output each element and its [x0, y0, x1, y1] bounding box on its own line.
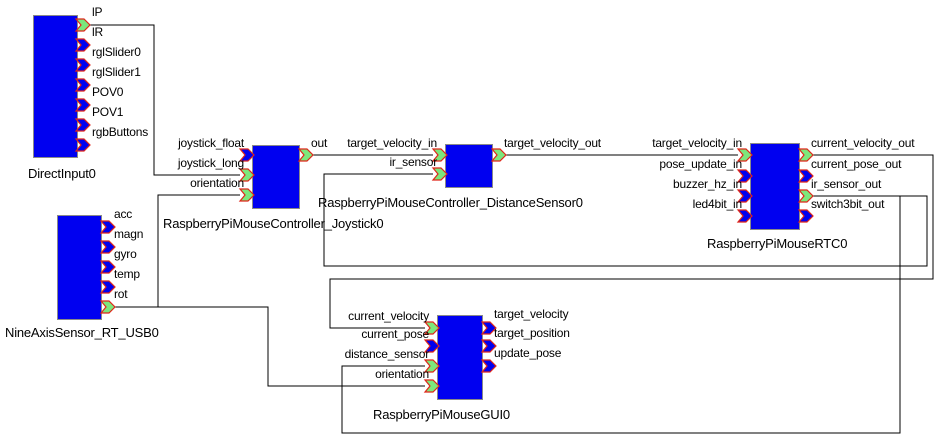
port-label-gui0-current-pose: current_pose [361, 327, 429, 341]
port-rtc0-current-velocity-out-icon[interactable] [797, 148, 814, 162]
component-block-nineaxissensor[interactable] [57, 215, 102, 320]
port-label-directinput0-pov0: POV0 [92, 85, 124, 99]
port-label-directinput0-lp: lP [92, 5, 103, 19]
port-rtc0-led4bit-in-icon[interactable] [736, 209, 753, 223]
port-directinput0-rgbbuttons-icon[interactable] [74, 138, 91, 152]
port-label-rtc0-ir-sensor-out: ir_sensor_out [811, 177, 882, 191]
wire-ir-sensor-out-to-distancesensor[interactable] [323, 173, 928, 267]
port-gui0-target-position-icon[interactable] [480, 339, 497, 353]
port-label-directinput0-rglslider1: rglSlider1 [92, 65, 141, 79]
port-directinput0-pov1-icon[interactable] [74, 118, 91, 132]
port-label-gui0-target-position: target_position [494, 326, 570, 340]
port-rtc0-switch3bit-out-icon[interactable] [797, 209, 814, 223]
port-label-gui0-target-velocity: target_velocity [494, 307, 569, 321]
port-rtc0-current-pose-out-icon[interactable] [797, 169, 814, 183]
port-joystick0-orientation-icon[interactable] [238, 188, 255, 202]
port-gui0-current-pose-icon[interactable] [423, 339, 440, 353]
port-nineaxis-temp-icon[interactable] [99, 280, 116, 294]
port-label-distancesensor0-target-velocity-in: target_velocity_in [347, 136, 437, 150]
port-label-rtc0-pose-update-in: pose_update_in [659, 157, 742, 171]
wire-ir-sensor-out-to-gui-distance[interactable] [341, 195, 901, 434]
port-gui0-orientation-icon[interactable] [423, 379, 440, 393]
port-label-gui0-distance-sensor: distance_sensor [344, 347, 430, 361]
component-name-mouse-gui0: RaspberryPiMouseGUI0 [373, 407, 510, 422]
port-label-rtc0-current-pose-out: current_pose_out [811, 157, 902, 171]
port-label-nineaxis-acc: acc [114, 207, 133, 221]
port-label-gui0-update-pose: update_pose [494, 346, 562, 360]
port-rtc0-target-velocity-in-icon[interactable] [736, 148, 753, 162]
port-distancesensor0-ir-sensor-icon[interactable] [431, 167, 448, 181]
port-distancesensor0-target-velocity-in-icon[interactable] [431, 148, 448, 162]
port-nineaxis-magn-icon[interactable] [99, 240, 116, 254]
port-label-rtc0-led4bit-in: led4bit_in [692, 197, 743, 211]
component-block-directinput0[interactable] [33, 15, 78, 158]
port-label-rtc0-target-velocity-in: target_velocity_in [652, 136, 742, 150]
port-label-directinput0-rgbbuttons: rgbButtons [92, 125, 149, 139]
port-label-gui0-current-velocity: current_velocity [348, 309, 429, 323]
component-name-mouse-rtc0: RaspberryPiMouseRTC0 [707, 236, 848, 251]
component-block-controller-distancesensor0[interactable] [445, 144, 493, 188]
port-joystick0-joystick-float-icon[interactable] [238, 148, 255, 162]
port-label-rtc0-buzzer-hz-in: buzzer_hz_in [673, 177, 742, 191]
port-label-joystick0-out: out [311, 136, 328, 150]
port-label-joystick0-joystick-float: joystick_float [178, 136, 244, 150]
port-rtc0-pose-update-in-icon[interactable] [736, 169, 753, 183]
port-joystick0-out-icon[interactable] [297, 148, 314, 162]
port-label-joystick0-joystick-long: joystick_long [177, 156, 244, 170]
port-label-nineaxis-gyro: gyro [114, 247, 137, 261]
port-gui0-distance-sensor-icon[interactable] [423, 359, 440, 373]
component-name-controller-joystick0: RaspberryPiMouseController_Joystick0 [163, 216, 384, 231]
port-directinput0-rglslider1-icon[interactable] [74, 78, 91, 92]
port-label-rtc0-switch3bit-out: switch3bit_out [811, 197, 885, 211]
port-label-nineaxis-magn: magn [114, 227, 144, 241]
component-block-mouse-gui0[interactable] [437, 315, 483, 400]
port-label-distancesensor0-ir-sensor: ir_sensor [389, 155, 437, 169]
port-directinput0-lr-icon[interactable] [74, 38, 91, 52]
port-gui0-current-velocity-icon[interactable] [423, 321, 440, 335]
wire-lp-to-joystick-long[interactable] [90, 24, 240, 176]
port-gui0-target-velocity-icon[interactable] [480, 321, 497, 335]
port-directinput0-lp-icon[interactable] [74, 18, 91, 32]
wire-rot-to-gui-orientation[interactable] [115, 306, 425, 387]
port-nineaxis-gyro-icon[interactable] [99, 260, 116, 274]
port-joystick0-joystick-long-icon[interactable] [238, 168, 255, 182]
port-directinput0-pov0-icon[interactable] [74, 98, 91, 112]
component-name-controller-distancesensor0: RaspberryPiMouseController_DistanceSenso… [318, 195, 583, 210]
port-label-nineaxis-rot: rot [114, 287, 128, 301]
port-label-rtc0-current-velocity-out: current_velocity_out [811, 136, 915, 150]
port-label-directinput0-lr: lR [92, 25, 103, 39]
port-label-nineaxis-temp: temp [114, 267, 140, 281]
port-label-directinput0-rglslider0: rglSlider0 [92, 45, 141, 59]
port-gui0-update-pose-icon[interactable] [480, 359, 497, 373]
port-directinput0-rglslider0-icon[interactable] [74, 58, 91, 72]
port-nineaxis-rot-icon[interactable] [99, 300, 116, 314]
wire-current-velocity-out-to-gui[interactable] [329, 154, 934, 329]
port-distancesensor0-target-velocity-out-icon[interactable] [490, 148, 507, 162]
port-rtc0-buzzer-hz-in-icon[interactable] [736, 189, 753, 203]
port-label-joystick0-orientation: orientation [190, 176, 244, 190]
component-block-mouse-rtc0[interactable] [750, 143, 800, 230]
port-label-distancesensor0-target-velocity-out: target_velocity_out [504, 136, 601, 150]
port-label-gui0-orientation: orientation [375, 367, 429, 381]
component-name-nineaxissensor: NineAxisSensor_RT_USB0 [5, 325, 159, 340]
port-nineaxis-acc-icon[interactable] [99, 220, 116, 234]
component-name-directinput0: DirectInput0 [28, 166, 96, 181]
port-rtc0-ir-sensor-out-icon[interactable] [797, 189, 814, 203]
port-label-directinput0-pov1: POV1 [92, 105, 124, 119]
